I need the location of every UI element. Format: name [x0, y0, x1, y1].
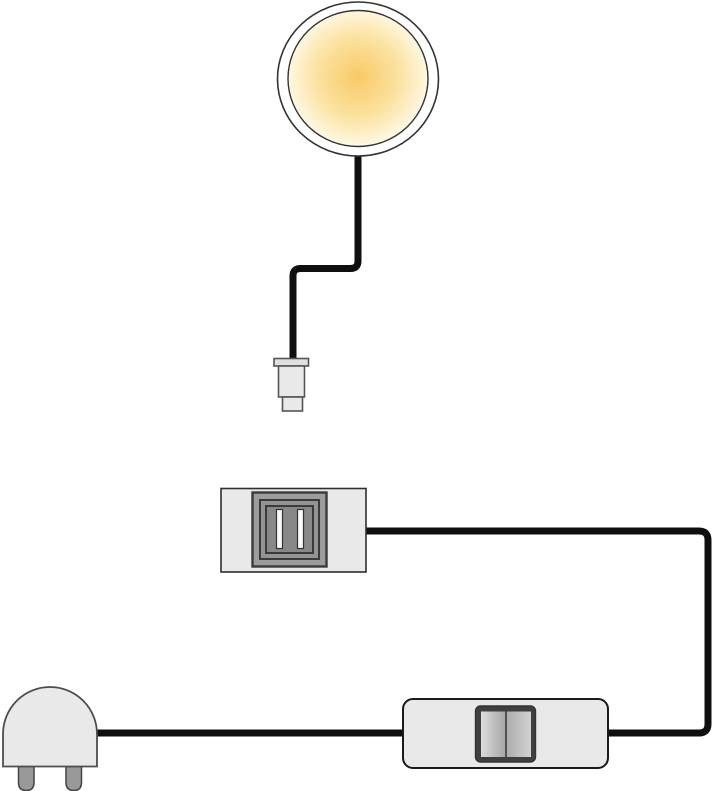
connector-cap [273, 357, 310, 367]
connector-tip [281, 396, 304, 412]
plug-prong-right [65, 765, 83, 791]
rocker-button-left[interactable] [481, 711, 506, 758]
connector-body [277, 365, 306, 398]
socket-cable [365, 527, 712, 737]
plug-body [2, 686, 98, 768]
inline-switch[interactable] [402, 698, 609, 769]
light-cable [289, 152, 362, 360]
receptacle-slot-left [275, 508, 284, 550]
light-glow-lens [287, 9, 429, 148]
receptacle-slot-right [296, 508, 305, 550]
rocker-button-right[interactable] [506, 711, 531, 758]
connector-plug [273, 357, 310, 412]
socket-box [220, 487, 367, 573]
receptacle-face [265, 505, 314, 554]
wall-plug [2, 686, 98, 791]
puck-light [276, 1, 440, 157]
plug-prong-left [17, 765, 35, 791]
